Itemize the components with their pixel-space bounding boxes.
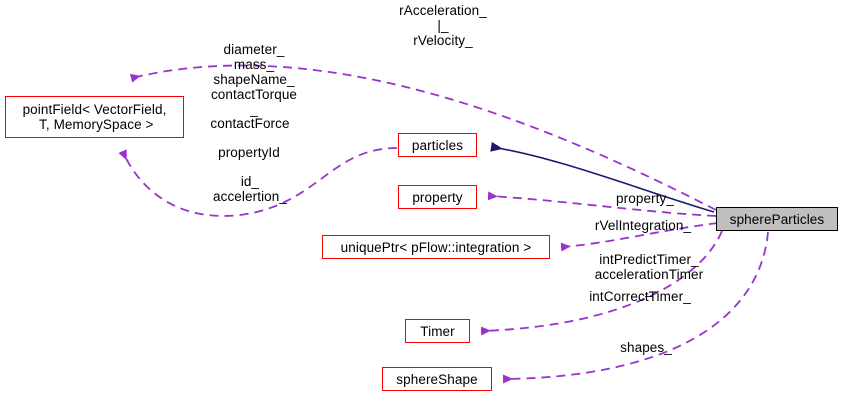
edge-usage-pointfield-bottom	[118, 147, 398, 217]
edge-label-shapes: shapes_	[620, 340, 672, 355]
edge-label-int-correct-timer: intCorrectTimer_	[589, 289, 691, 304]
edge-label-diameter-group: diameter_ mass_ shapeName_ contactTorque…	[210, 42, 298, 117]
edge-label-property-id: propertyId	[218, 145, 280, 160]
node-sphere-particles[interactable]: sphereParticles	[716, 207, 838, 231]
edge-usage-timer	[480, 230, 723, 336]
edge-label-int-predict-timer: intPredictTimer_ accelerationTimer _	[594, 252, 704, 297]
node-unique-ptr-integration[interactable]: uniquePtr< pFlow::integration >	[322, 235, 550, 259]
node-sphere-shape[interactable]: sphereShape	[382, 367, 492, 391]
node-property[interactable]: property	[398, 185, 477, 209]
edge-usage-integration	[560, 222, 719, 252]
edge-inheritance-particles	[490, 141, 715, 213]
edge-usage-sphereshape	[502, 231, 769, 384]
edge-label-contact-force: contactForce	[210, 116, 290, 131]
edge-label-racceleration-rvelocity: rAcceleration_ |_ rVelocity_	[399, 3, 487, 48]
edge-usage-pointfield-top	[129, 64, 717, 211]
edge-label-property-member: property_	[616, 191, 674, 206]
node-point-field[interactable]: pointField< VectorField, T, MemorySpace …	[5, 96, 184, 138]
edge-label-id-accelertion: id_ accelertion_	[213, 174, 287, 204]
node-timer[interactable]: Timer	[405, 319, 470, 343]
node-particles[interactable]: particles	[398, 133, 477, 157]
edge-label-rvel-integration: rVelIntegration_	[594, 218, 692, 233]
edge-usage-property	[487, 191, 717, 217]
